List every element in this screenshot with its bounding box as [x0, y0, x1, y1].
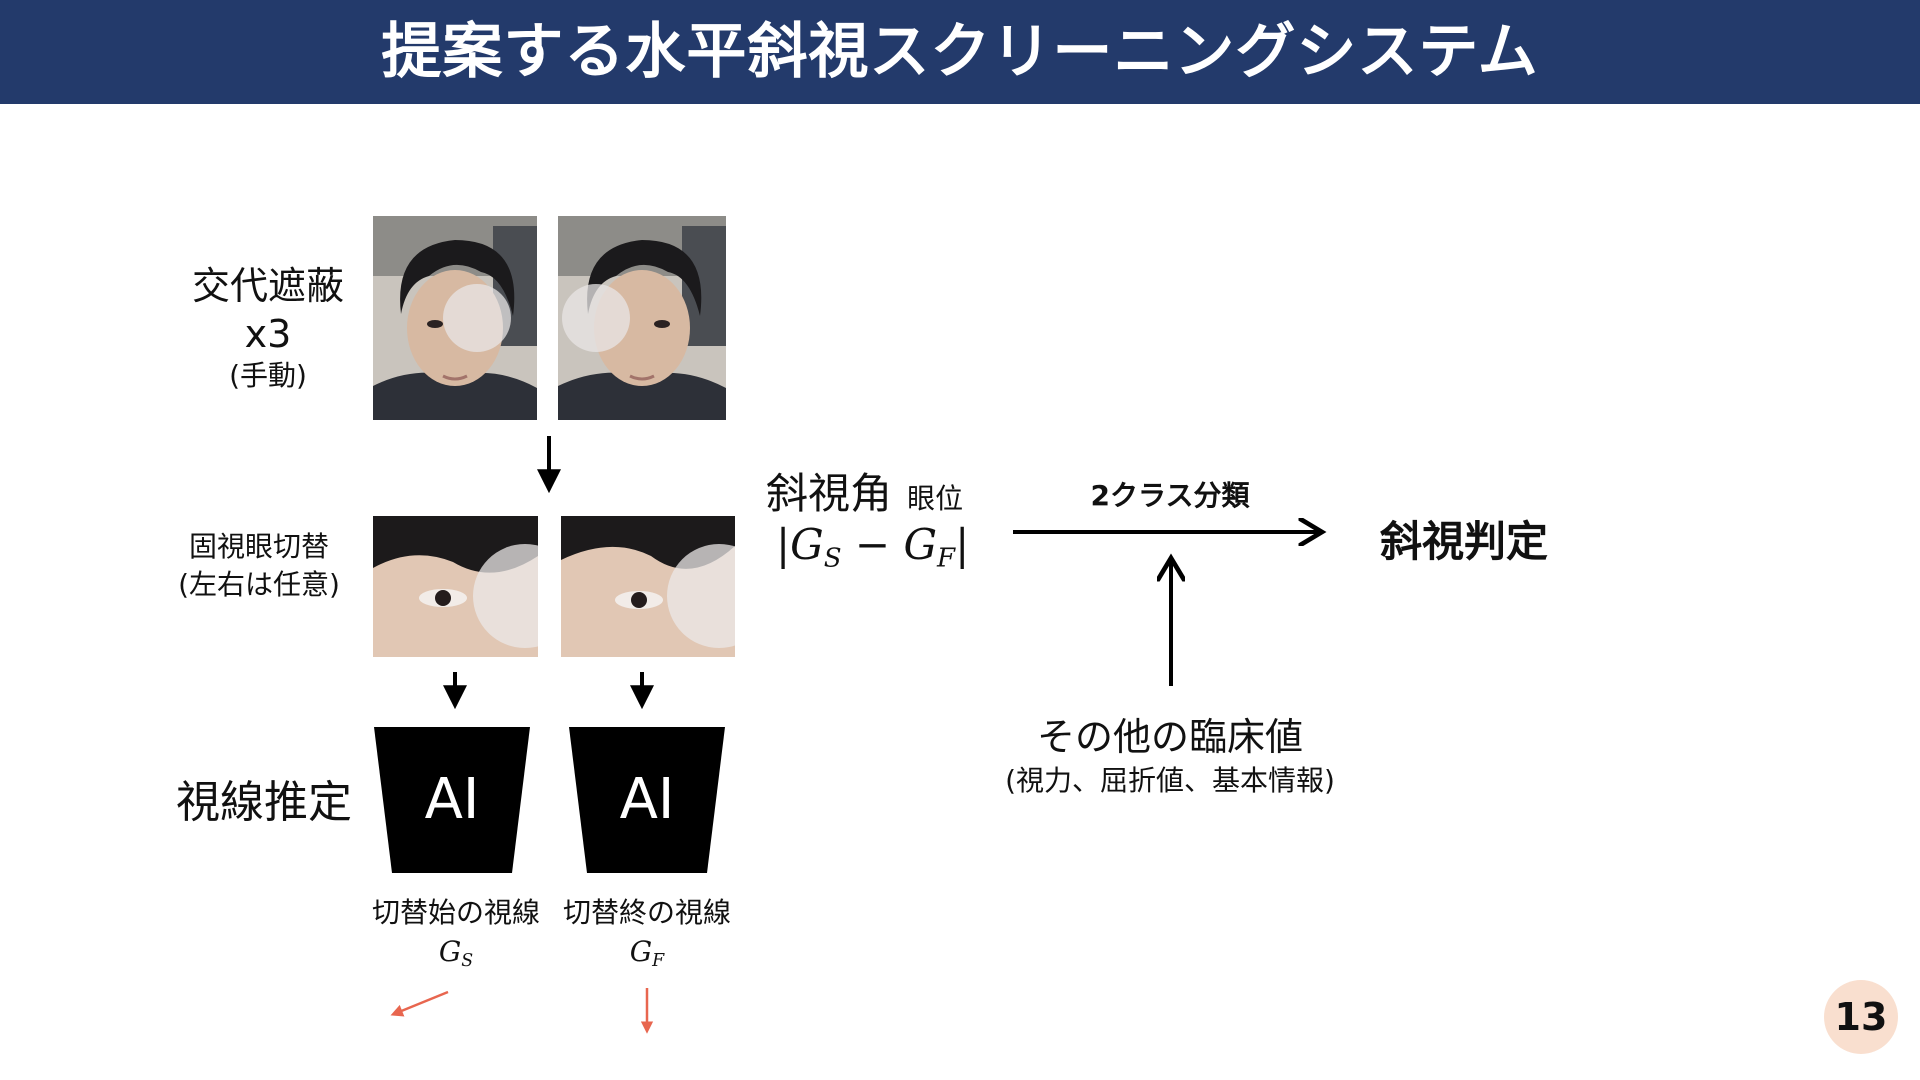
gaze-direction-arrow-icon: [390, 990, 449, 1017]
eye-crop-end: [561, 516, 735, 657]
gaze-start-caption: 切替始の視線 GS: [364, 894, 548, 981]
gaze-end-label: 切替終の視線: [562, 896, 731, 929]
deviation-angle-heading: 斜視角 眼位: [766, 460, 963, 521]
gaze-end-symbol: GF: [629, 935, 665, 971]
cover-test-label: 交代遮蔽 x3 (手動): [180, 262, 356, 394]
page-number-badge: 13: [1824, 980, 1898, 1054]
fixation-switch-label: 固視眼切替 (左右は任意): [164, 528, 354, 604]
fixation-switch-note: (左右は任意): [178, 568, 340, 601]
cover-test-title: 交代遮蔽: [191, 264, 344, 308]
eye-position-label: 眼位: [907, 482, 964, 515]
ai-model-label: AI: [424, 767, 480, 832]
cover-test-note: (手動): [229, 359, 307, 392]
deviation-formula: |GS − GF|: [776, 520, 970, 574]
title-bar: [0, 0, 1920, 104]
deviation-angle-label: 斜視角: [766, 469, 893, 518]
face-photo-left-covered: [373, 216, 537, 420]
classification-label: 2クラス分類: [1090, 479, 1250, 512]
strabismus-result-label: 斜視判定: [1380, 517, 1549, 566]
fixation-switch-title: 固視眼切替: [188, 530, 329, 563]
other-clinical-values: その他の臨床値 (視力、屈折値、基本情報): [960, 712, 1380, 800]
eye-crop-start: [373, 516, 538, 657]
ai-model-label: AI: [619, 767, 675, 832]
gaze-start-symbol: GS: [438, 935, 474, 971]
ai-model-box-start: AI: [374, 727, 530, 873]
slide-title: 提案する水平斜視スクリーニングシステム: [381, 17, 1539, 87]
other-clinical-values-note: (視力、屈折値、基本情報): [1005, 764, 1335, 797]
face-photo-right-covered: [558, 216, 726, 420]
cover-test-count: x3: [244, 312, 292, 356]
other-clinical-values-title: その他の臨床値: [1036, 715, 1303, 759]
gaze-end-caption: 切替終の視線 GF: [555, 894, 739, 981]
gaze-start-label: 切替始の視線: [371, 896, 540, 929]
gaze-estimation-label: 視線推定: [176, 777, 352, 828]
ai-model-box-end: AI: [569, 727, 725, 873]
